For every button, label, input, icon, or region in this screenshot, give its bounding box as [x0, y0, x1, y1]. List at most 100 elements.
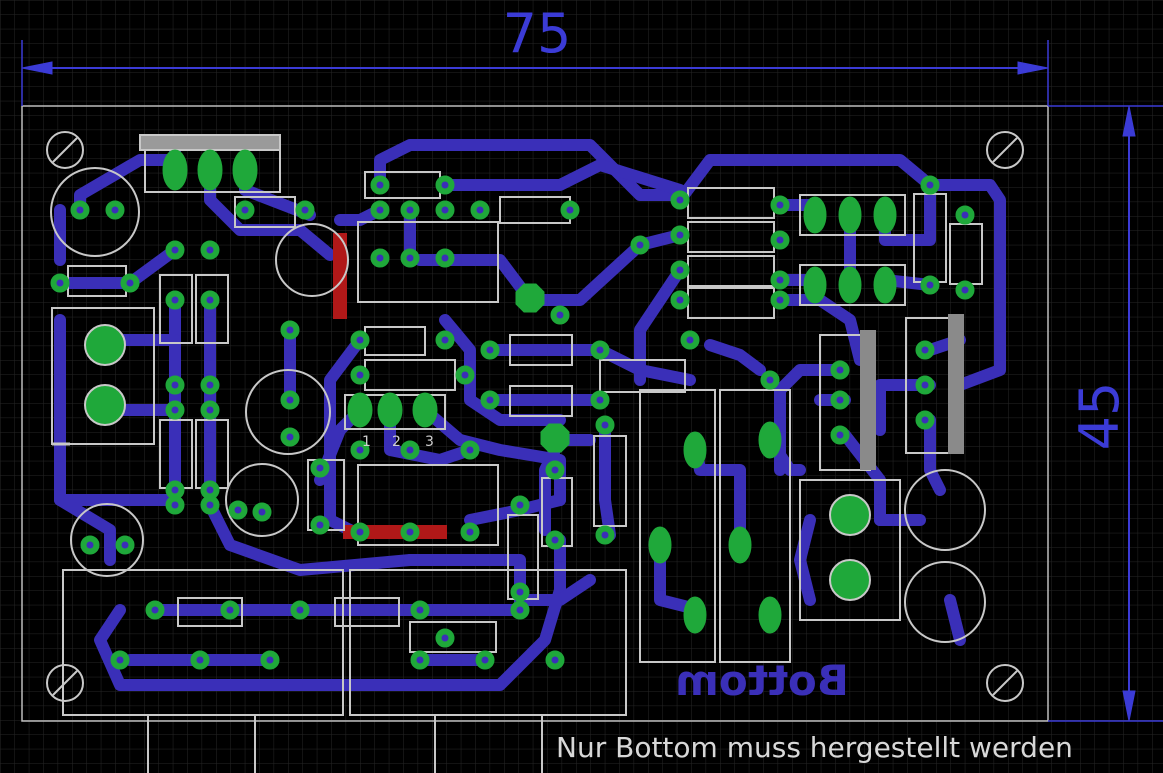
pad-drill: [920, 345, 930, 355]
pad-drill: [120, 540, 130, 550]
pin-label-2: 2: [392, 434, 401, 450]
pad-drill: [355, 335, 365, 345]
terminal-pad: [84, 324, 126, 366]
pad-drill: [375, 205, 385, 215]
oval-pad: [162, 149, 188, 191]
pad-drill: [285, 432, 295, 442]
oval-pad: [803, 196, 827, 234]
pad-drill: [257, 507, 267, 517]
oval-pad: [873, 196, 897, 234]
pad-drill: [960, 285, 970, 295]
pad-drill: [415, 655, 425, 665]
oval-pad: [197, 149, 223, 191]
pad-drill: [295, 605, 305, 615]
pad-drill: [170, 245, 180, 255]
pad-drill: [775, 235, 785, 245]
pad-drill: [835, 395, 845, 405]
pin-label-3: 3: [425, 434, 434, 450]
pad-drill: [440, 180, 450, 190]
pad-drill: [675, 295, 685, 305]
board-outline: [21, 105, 1049, 722]
pad-drill: [685, 335, 695, 345]
pad-drill: [315, 463, 325, 473]
pad-drill: [460, 370, 470, 380]
pad-drill: [205, 245, 215, 255]
pad-drill: [960, 210, 970, 220]
pad-drill: [835, 430, 845, 440]
pad-drill: [635, 240, 645, 250]
manufacturing-note: Nur Bottom muss hergestellt werden: [556, 731, 1073, 764]
pad-drill: [150, 605, 160, 615]
oval-pad: [232, 149, 258, 191]
oval-pad: [648, 526, 672, 564]
pad-drill: [240, 205, 250, 215]
terminal-pad: [84, 384, 126, 426]
height-dimension: [1048, 105, 1163, 722]
pad-drill: [405, 527, 415, 537]
oval-pad: [758, 421, 782, 459]
pad-drill: [355, 370, 365, 380]
oval-pad: [683, 431, 707, 469]
bottom-layer-label: Bottom: [675, 656, 849, 705]
pad-drill: [595, 345, 605, 355]
pad-drill: [595, 395, 605, 405]
pad-drill: [55, 278, 65, 288]
pad-drill: [600, 420, 610, 430]
pad-drill: [170, 405, 180, 415]
pad-drill: [300, 205, 310, 215]
pad-drill: [170, 485, 180, 495]
pad-drill: [485, 395, 495, 405]
pad-drill: [375, 180, 385, 190]
pad-drill: [170, 380, 180, 390]
pad-drill: [465, 527, 475, 537]
pad-drill: [675, 195, 685, 205]
pad-drill: [415, 605, 425, 615]
pad-drill: [485, 345, 495, 355]
pad-drill: [835, 365, 845, 375]
pad-drill: [550, 535, 560, 545]
oval-pad: [412, 392, 438, 428]
pad-drill: [405, 253, 415, 263]
pad-drill: [75, 205, 85, 215]
pad-drill: [233, 505, 243, 515]
pad-drill: [480, 655, 490, 665]
pad-drill: [475, 205, 485, 215]
component-pads: [50, 149, 975, 670]
pad-drill: [205, 485, 215, 495]
pad-drill: [925, 280, 935, 290]
pad-drill: [315, 520, 325, 530]
pad-drill: [205, 500, 215, 510]
pad-drill: [265, 655, 275, 665]
oval-pad: [347, 392, 373, 428]
pad-drill: [205, 380, 215, 390]
pad-drill: [375, 253, 385, 263]
pad-drill: [405, 205, 415, 215]
pad-drill: [920, 415, 930, 425]
pad-drill: [110, 205, 120, 215]
height-dimension-label: 45: [1068, 382, 1131, 451]
pad-drill: [775, 295, 785, 305]
oval-pad: [838, 196, 862, 234]
pad-drill: [675, 265, 685, 275]
pad-drill: [775, 200, 785, 210]
oval-pad: [377, 392, 403, 428]
pad-drill: [355, 445, 365, 455]
pad-drill: [125, 278, 135, 288]
pad-drill: [440, 205, 450, 215]
pad-drill: [675, 230, 685, 240]
pad-drill: [555, 310, 565, 320]
width-dimension-label: 75: [503, 2, 572, 65]
pad-drill: [600, 530, 610, 540]
pad-drill: [515, 587, 525, 597]
oval-pad: [873, 266, 897, 304]
pad-drill: [515, 605, 525, 615]
pad-drill: [225, 605, 235, 615]
terminal-pad: [829, 494, 871, 536]
oval-pad: [838, 266, 862, 304]
pad-drill: [515, 500, 525, 510]
oval-pad: [683, 596, 707, 634]
pad-drill: [925, 180, 935, 190]
octagon-pad: [540, 423, 570, 453]
pad-drill: [170, 295, 180, 305]
